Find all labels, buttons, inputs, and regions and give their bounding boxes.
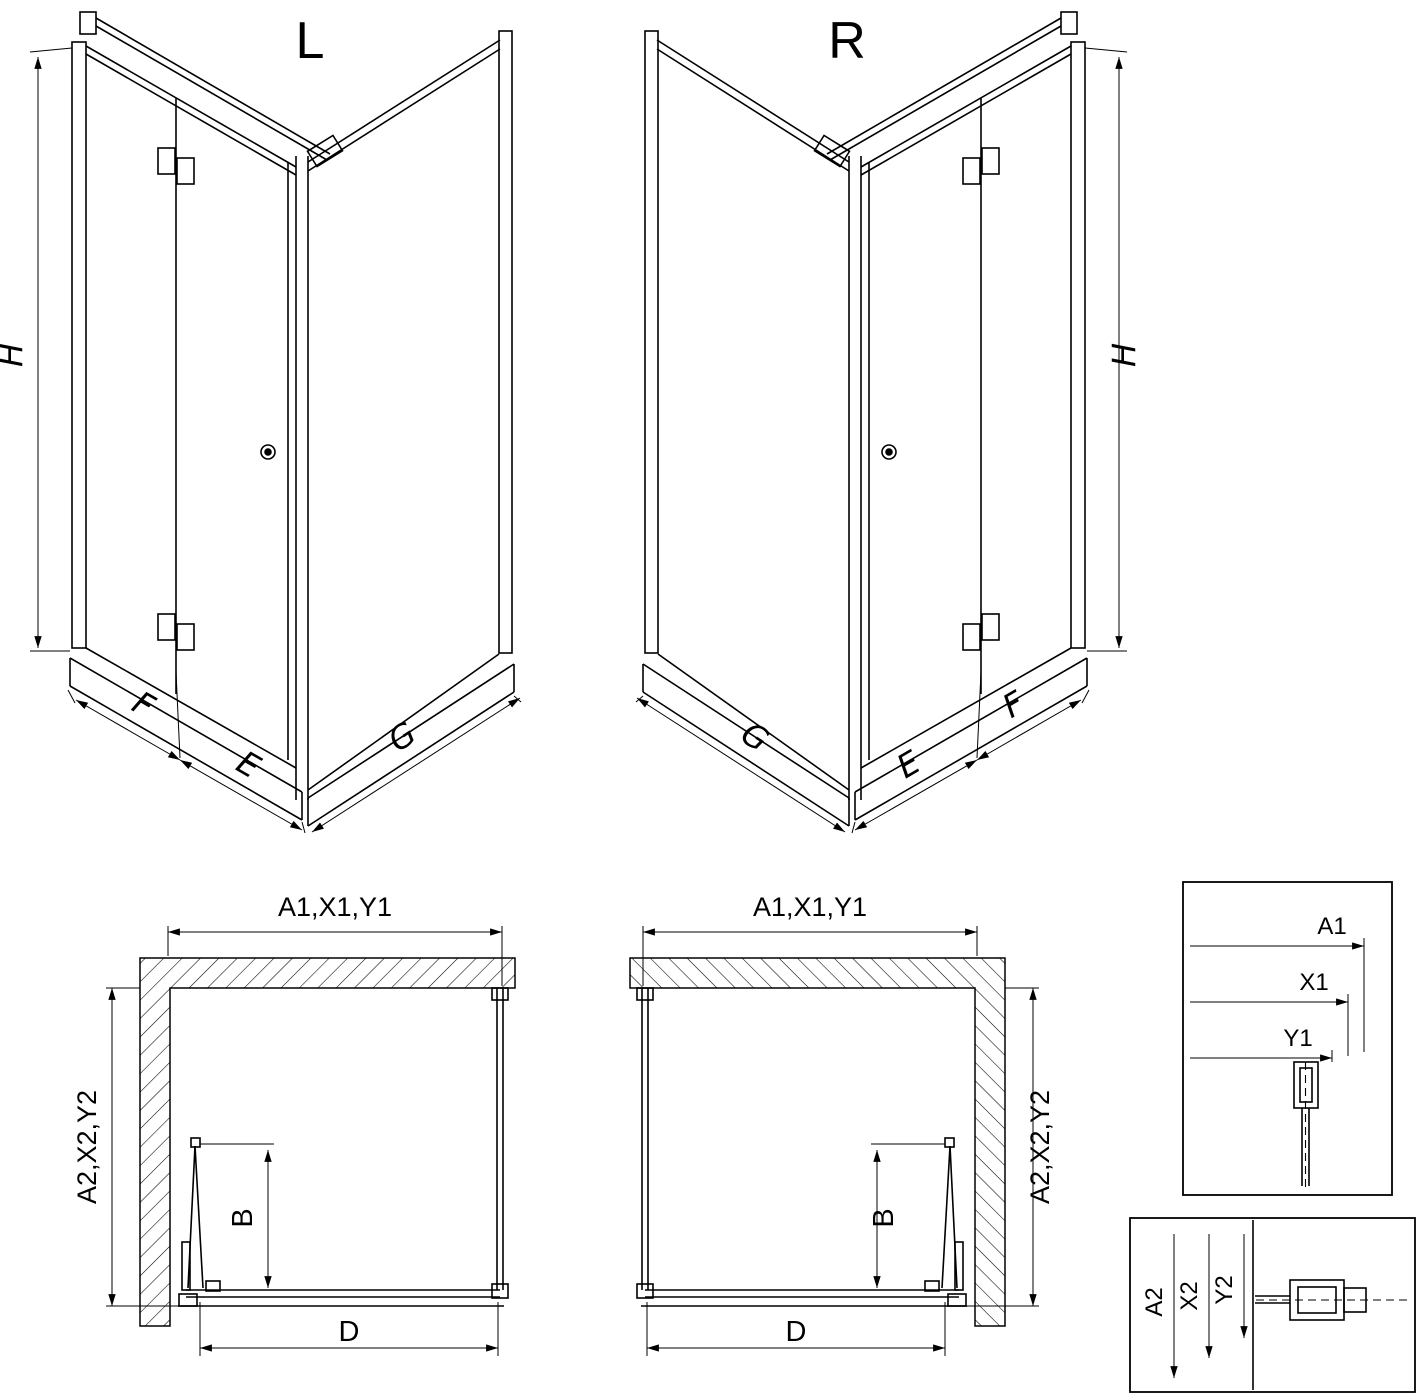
- side-panel-dim-label-left: G: [381, 714, 422, 759]
- detail-x1-label: X1: [1299, 969, 1328, 996]
- detail-a1-label: A1: [1317, 913, 1346, 940]
- plan-right-door-intrusion-label: B: [868, 1208, 900, 1227]
- plan-drawing-left: [106, 926, 515, 1356]
- plan-right-entry-width-label: D: [786, 1316, 807, 1348]
- plan-right-depth-dim-label: A2,X2,Y2: [1025, 1090, 1055, 1204]
- variant-label-left: L: [296, 12, 325, 70]
- door-fixed-dim-label-left: E: [230, 743, 267, 786]
- detail-x2-label: X2: [1176, 1281, 1203, 1310]
- plan-left-width-dim-label: A1,X1,Y1: [278, 892, 392, 922]
- plan-view-left: A1,X1,Y1 A2,X2,Y2 B D: [72, 892, 515, 1356]
- detail-wall-profile-bottom: [1129, 1217, 1416, 1393]
- height-dim-label-left: H: [0, 343, 30, 367]
- detail-y2-label: Y2: [1211, 1275, 1238, 1304]
- side-panel-dim-label-right: G: [734, 714, 775, 759]
- plan-right-width-dim-label: A1,X1,Y1: [753, 892, 867, 922]
- plan-left-entry-width-label: D: [339, 1316, 360, 1348]
- detail-a2-label: A2: [1141, 1287, 1168, 1316]
- plan-left-door-intrusion-label: B: [227, 1208, 259, 1227]
- door-panel-dim-label-left: F: [126, 683, 161, 725]
- door-panel-dim-label-right: F: [996, 683, 1031, 725]
- door-fixed-dim-label-right: E: [890, 743, 927, 786]
- isometric-view-right: R H G E F: [636, 12, 1143, 833]
- variant-label-right: R: [828, 12, 866, 70]
- plan-left-depth-dim-label: A2,X2,Y2: [72, 1090, 102, 1204]
- enclosure-drawing-left: [30, 12, 521, 833]
- height-dim-label-right: H: [1105, 343, 1143, 367]
- plan-view-right: A1,X1,Y1 A2,X2,Y2 B D: [630, 892, 1055, 1356]
- detail-y1-label: Y1: [1283, 1025, 1312, 1052]
- isometric-view-left: L H F E G: [0, 12, 521, 833]
- plan-drawing-right: [630, 926, 1039, 1356]
- enclosure-drawing-right: [636, 12, 1127, 833]
- detail-wall-profile-top: [1182, 881, 1393, 1196]
